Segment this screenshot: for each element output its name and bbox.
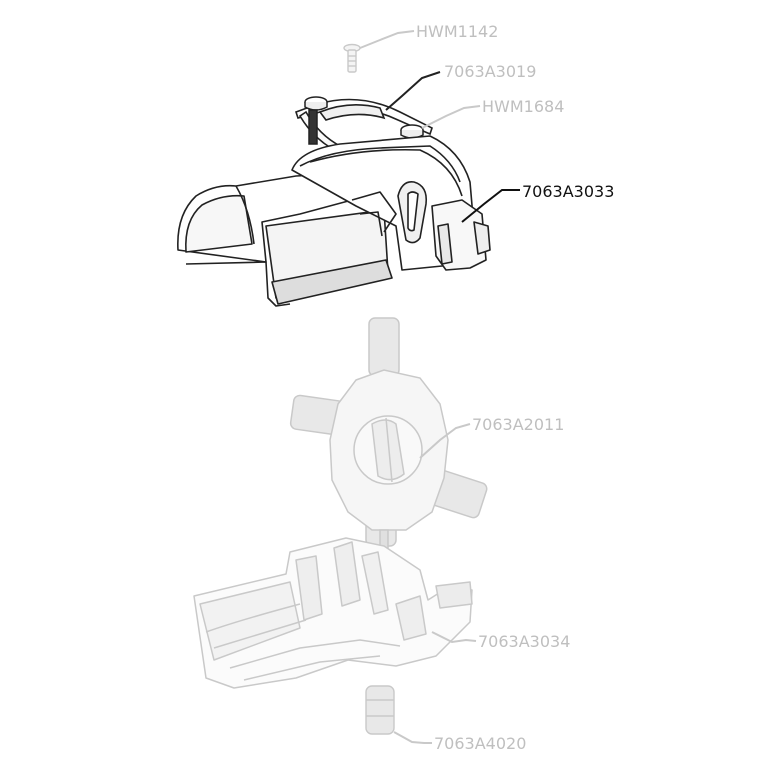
- lower-housing-7063a3034[interactable]: [193, 537, 473, 689]
- screw-hwm1142[interactable]: [343, 43, 361, 73]
- clip-7063a4020[interactable]: [365, 685, 395, 735]
- leader-hwm1684: [421, 105, 481, 129]
- label-hwm1684[interactable]: HWM1684: [482, 97, 564, 116]
- label-hwm1142[interactable]: HWM1142: [416, 22, 498, 41]
- leader-a2011: [419, 423, 471, 459]
- leader-a3019: [385, 71, 441, 111]
- label-a3019[interactable]: 7063A3019: [444, 62, 536, 81]
- star-plate-7063a2011[interactable]: [289, 317, 488, 557]
- leader-a3033: [461, 189, 520, 223]
- leader-a4020: [393, 731, 432, 744]
- upper-housing-7063a3033[interactable]: [177, 135, 491, 307]
- label-a3033[interactable]: 7063A3033: [522, 182, 614, 201]
- label-a2011[interactable]: 7063A2011: [472, 415, 564, 434]
- leader-hwm1142: [359, 30, 415, 49]
- leader-a3034: [431, 631, 477, 644]
- screw-hwm1684-left[interactable]: [304, 96, 328, 145]
- label-a3034[interactable]: 7063A3034: [478, 632, 570, 651]
- label-a4020[interactable]: 7063A4020: [434, 734, 526, 753]
